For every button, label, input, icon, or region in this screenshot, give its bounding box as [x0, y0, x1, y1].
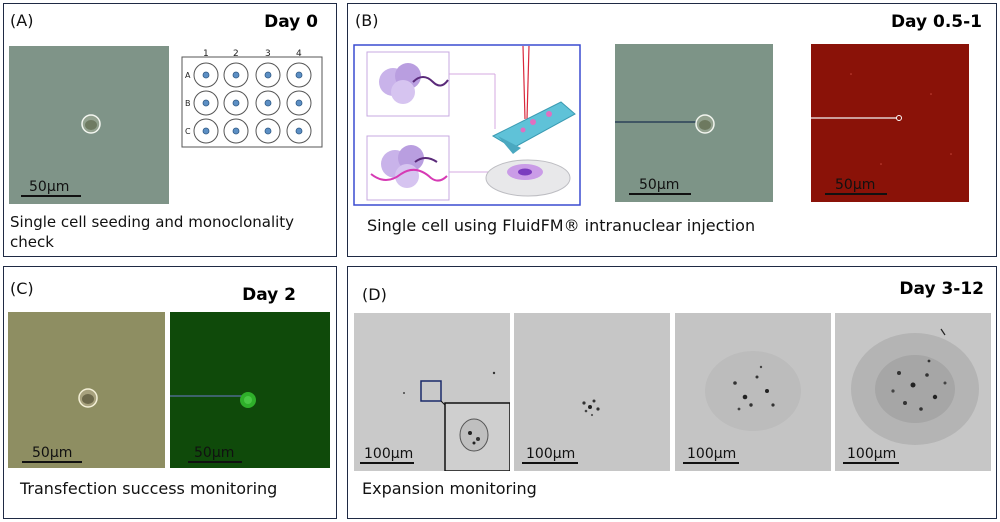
panel-d-micrograph-2: 100μm: [514, 313, 670, 471]
panel-b-fluorescence-micrograph: 50μm: [811, 44, 969, 202]
panel-d-scale-label-2: 100μm: [526, 446, 575, 462]
plate-well-cell: [264, 127, 272, 135]
panel-b-label: (B): [355, 11, 379, 30]
plate-well-cell: [202, 127, 210, 135]
panel-a-micrograph: 50μm: [9, 46, 169, 204]
panel-d-scale-label-1: 100μm: [364, 446, 413, 462]
plate-well-cell: [202, 71, 210, 79]
panel-c-label: (C): [10, 279, 34, 298]
panel-d-scale-label-3: 100μm: [687, 446, 736, 462]
plate-well-cell: [232, 99, 240, 107]
panel-c-brightfield-micrograph: 50μm: [8, 312, 165, 468]
plate-row-label: A: [185, 71, 191, 80]
panel-d-micrograph-4: 100μm: [835, 313, 991, 471]
panel-a: (A) Day 0 50μm 1 2 3 4 A B C Single cell seed…: [3, 3, 337, 257]
panel-a-label: (A): [10, 11, 34, 30]
panel-a-caption: Single cell seeding and monoclonality ch…: [10, 213, 295, 251]
plate-row-label: B: [185, 99, 191, 108]
panel-d-day: Day 3-12: [899, 279, 984, 299]
well-plate-diagram: 1 2 3 4 A B C: [181, 48, 323, 148]
plate-column-label: 3: [265, 49, 271, 59]
plate-well-cell: [295, 99, 303, 107]
plate-column-label: 4: [296, 49, 302, 59]
panel-b-phase-micrograph: 50μm: [615, 44, 773, 202]
panel-a-day: Day 0: [264, 12, 318, 32]
plate-well-cell: [264, 99, 272, 107]
plate-well-cell: [295, 127, 303, 135]
panel-b-day: Day 0.5-1: [890, 12, 982, 32]
plate-well-cell: [202, 99, 210, 107]
plate-well-cell: [232, 71, 240, 79]
plate-column-label: 2: [233, 49, 239, 59]
panel-a-scale-label: 50μm: [29, 179, 69, 195]
plate-well-cell: [232, 127, 240, 135]
panel-d-label: (D): [362, 285, 387, 304]
panel-c-scale-label-1: 50μm: [32, 445, 72, 461]
panel-d-scale-label-4: 100μm: [847, 446, 896, 462]
panel-c-caption: Transfection success monitoring: [20, 479, 278, 498]
panel-b: (B) Day 0.5-1: [347, 3, 997, 257]
panel-c-green-fluorescence-micrograph: 50μm: [170, 312, 330, 468]
panel-d-caption: Expansion monitoring: [362, 479, 537, 498]
panel-c-day: Day 2: [242, 285, 296, 305]
panel-b-scale-label-1: 50μm: [639, 177, 679, 193]
plate-well-cell: [295, 71, 303, 79]
panel-d: (D) Day 3-12 100μm 100μm: [347, 266, 997, 519]
fluidfm-schematic: [353, 44, 581, 206]
panel-c-scale-label-2: 50μm: [194, 445, 234, 461]
panel-d-micrograph-1: 100μm: [354, 313, 510, 471]
panel-d-micrograph-3: 100μm: [675, 313, 831, 471]
panel-c: (C) Day 2 50μm 50μm Transfection success…: [3, 266, 337, 519]
plate-column-label: 1: [203, 49, 209, 59]
panel-b-scale-label-2: 50μm: [835, 177, 875, 193]
plate-row-label: C: [185, 127, 191, 136]
plate-well-cell: [264, 71, 272, 79]
panel-b-caption: Single cell using FluidFM® intranuclear …: [367, 216, 756, 235]
